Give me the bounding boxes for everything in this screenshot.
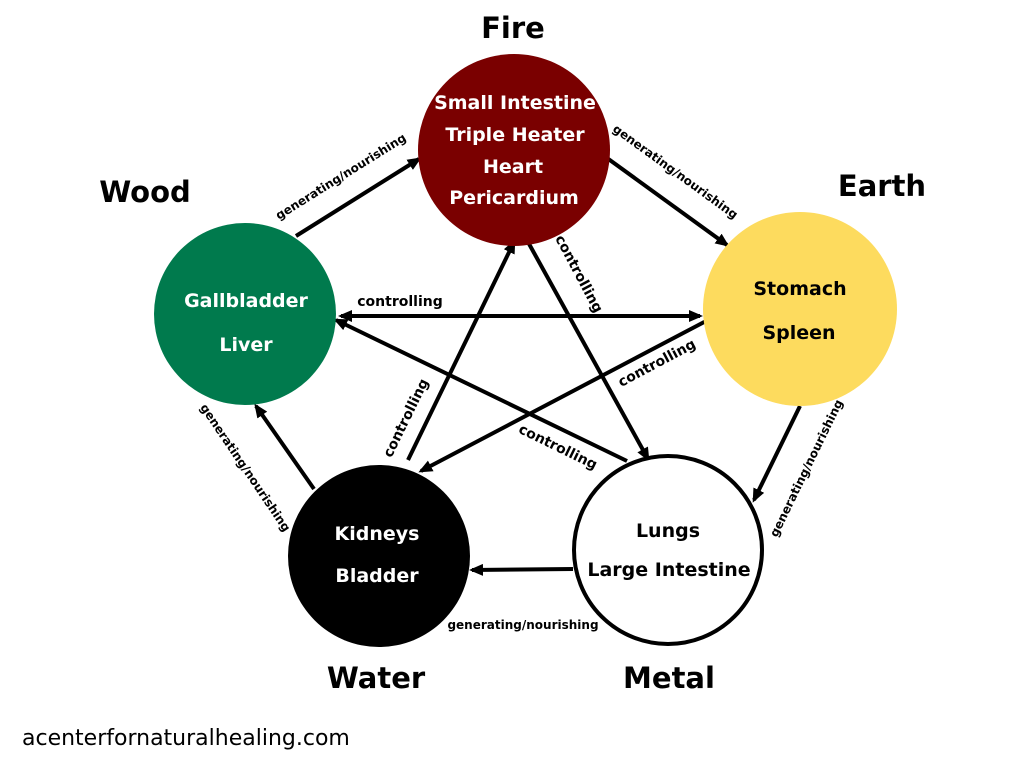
label-earth-metal-generating: generating/nourishing: [767, 397, 846, 539]
water-organ-kidneys: Kidneys: [335, 523, 420, 545]
wood-circle: [154, 223, 336, 405]
arrow-wood-fire-generating: [294, 157, 422, 238]
water-label: Water: [327, 661, 426, 695]
arrow-metal-wood-controlling: [333, 318, 628, 463]
arrow-metal-water-generating: [469, 563, 574, 576]
arrow-water-fire-controlling: [406, 239, 516, 461]
metal-organ-lungs: Lungs: [636, 520, 700, 542]
fire-organ-small-intestine: Small Intestine: [434, 92, 596, 114]
water-organ-bladder: Bladder: [335, 565, 419, 587]
label-water-wood-generating: generating/nourishing: [197, 401, 293, 534]
source-watermark: acenterfornaturalhealing.com: [22, 726, 350, 751]
metal-circle: [572, 454, 764, 646]
fire-organ-triple-heater: Triple Heater: [445, 124, 585, 146]
earth-organ-stomach: Stomach: [753, 278, 846, 300]
arrow-water-wood-generating: [254, 403, 316, 491]
fire-circle: [418, 54, 610, 246]
label-wood-earth-controlling: controlling: [357, 294, 442, 310]
label-metal-water-generating: generating/nourishing: [447, 618, 598, 632]
wood-organ-liver: Liver: [219, 334, 273, 356]
fire-organ-heart: Heart: [483, 156, 543, 178]
earth-label: Earth: [838, 169, 926, 203]
arrow-fire-earth-generating: [605, 156, 730, 247]
wood-label: Wood: [99, 175, 191, 209]
fire-organ-pericardium: Pericardium: [449, 187, 579, 209]
earth-circle: [703, 212, 897, 406]
water-circle: [288, 465, 470, 647]
metal-organ-large-intestine: Large Intestine: [587, 559, 750, 581]
arrow-fire-metal-controlling: [526, 241, 650, 462]
arrow-earth-metal-generating: [752, 405, 802, 503]
label-water-fire-controlling: controlling: [380, 376, 432, 460]
arrow-earth-water-controlling: [418, 318, 709, 473]
fire-label: Fire: [481, 11, 545, 45]
wood-organ-gallbladder: Gallbladder: [184, 290, 308, 312]
earth-organ-spleen: Spleen: [762, 322, 835, 344]
metal-label: Metal: [623, 661, 715, 695]
